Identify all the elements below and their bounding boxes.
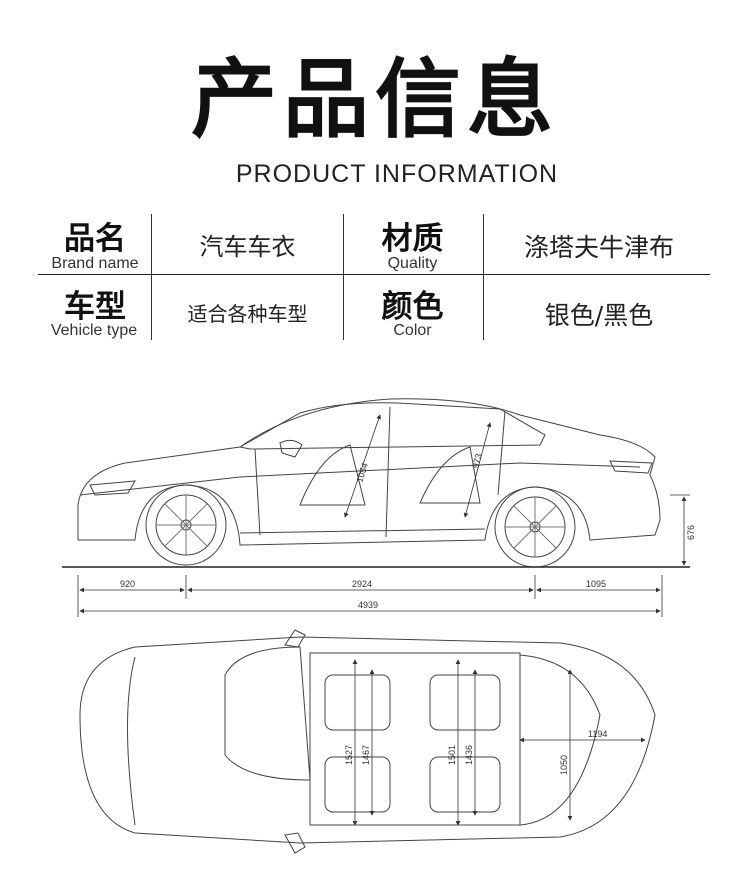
- car-top-view: [79, 629, 656, 854]
- car-side-view: [77, 398, 661, 568]
- top-body-outline: [79, 636, 656, 844]
- page-title: 产品信息: [191, 50, 559, 150]
- dim-trunk-depth: 1194: [588, 729, 607, 739]
- color-label-en: Color: [393, 322, 432, 339]
- rear-bench-right: [429, 756, 501, 813]
- dim-front-elbow: 1467: [361, 745, 371, 765]
- top-view-dimensions: [352, 659, 646, 826]
- dim-wheelbase: 2924: [352, 579, 372, 589]
- brand-name-label-en: Brand name: [51, 255, 139, 272]
- vehicle-type-label: 车型: [64, 289, 126, 325]
- dim-front-headroom: 1054: [354, 461, 370, 483]
- table-divider: [151, 214, 152, 340]
- dim-rear-shoulder: 1501: [447, 745, 457, 765]
- rear-bench-left: [429, 674, 501, 731]
- vehicle-type-label-en: Vehicle type: [50, 322, 138, 339]
- dim-front-overhang: 920: [120, 579, 135, 589]
- top-mirror-right: [284, 832, 306, 854]
- car-headlight: [89, 480, 136, 496]
- dim-rear-headroom: 973: [470, 452, 484, 469]
- dim-rear-overhang: 1095: [586, 579, 606, 589]
- table-divider: [483, 214, 484, 340]
- material-label-en: Quality: [387, 255, 438, 272]
- front-headroom-line: [344, 414, 381, 518]
- dim-front-shoulder: 1527: [344, 745, 354, 765]
- material-value: 涤塔夫牛津布: [523, 233, 674, 262]
- brand-name-label: 品名: [64, 221, 126, 257]
- car-mirror: [279, 439, 303, 458]
- dim-rear-elbow: 1436: [464, 745, 474, 765]
- color-value: 银色/黑色: [544, 301, 654, 330]
- material-label: 材质: [381, 221, 444, 257]
- wheel-spokes: [156, 495, 565, 557]
- front-seat-right: [324, 756, 391, 813]
- top-windshield: [224, 646, 311, 781]
- car-sill-line: [239, 528, 486, 534]
- top-roof: [309, 652, 521, 826]
- page-subtitle: PRODUCT INFORMATION: [235, 160, 559, 188]
- brand-name-value: 汽车车衣: [199, 233, 296, 261]
- car-window-line: [238, 402, 546, 450]
- top-rear-window: [519, 654, 601, 826]
- length-dimensions: [77, 575, 663, 617]
- front-wheel: [145, 484, 227, 566]
- car-body-outline: [77, 398, 661, 546]
- dim-overall-length: 4939: [358, 600, 378, 610]
- table-divider: [343, 214, 344, 340]
- rear-headroom-line: [463, 422, 492, 518]
- dim-wheel-height: 676: [686, 525, 696, 540]
- car-dimension-drawing: 676 1054 973 920 2924 1095 4939: [62, 398, 696, 854]
- top-mirror-left: [284, 629, 306, 648]
- color-label: 颜色: [381, 289, 444, 325]
- height-dimension: [670, 494, 690, 566]
- top-hood-line: [127, 656, 136, 826]
- car-door-line: [254, 406, 506, 538]
- car-taillight: [609, 460, 653, 474]
- front-seat-left: [324, 674, 391, 731]
- table-row-divider: [38, 274, 710, 275]
- dim-trunk-width: 1050: [559, 755, 569, 775]
- vehicle-type-value: 适合各种车型: [187, 302, 308, 326]
